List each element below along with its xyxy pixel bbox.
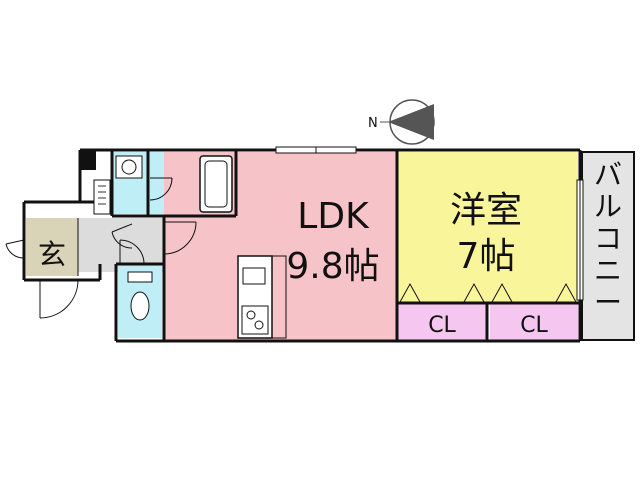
ldk-size-label: 9.8帖 [286, 246, 379, 287]
stove-burner-icon [246, 310, 256, 320]
pipe-shaft [80, 150, 96, 170]
western-floor [398, 152, 578, 304]
toilet-icon [127, 271, 153, 321]
compass: N [368, 99, 435, 145]
ldk-name-label: LDK [297, 196, 370, 237]
closet-doors [399, 282, 577, 303]
balcony-label: バルコニー [594, 158, 622, 319]
meter-box-marks [98, 185, 106, 205]
top-windows [275, 146, 357, 154]
balcony-window [576, 179, 584, 301]
western-size-label: 7帖 [457, 236, 516, 277]
compass-north-label: N [368, 116, 378, 131]
western-name-label: 洋室 [450, 190, 522, 231]
closet-left-label: CL [428, 313, 456, 338]
kitchen-counter [237, 255, 273, 339]
washbasin-icon [115, 155, 143, 179]
fridge-space [271, 255, 287, 339]
stove-burner-icon [254, 320, 264, 330]
bathtub-icon [199, 155, 233, 213]
closet-right-label: CL [520, 313, 548, 338]
meter-box [93, 179, 111, 215]
balcony-label-text: バルコニー [594, 158, 622, 319]
closet-left-floor [398, 304, 486, 340]
entrance-label: 玄 [38, 238, 66, 271]
ldk-upper-floor [236, 152, 396, 214]
doors [5, 177, 197, 319]
entrance-floor [26, 218, 78, 276]
closet-right-floor [490, 304, 578, 340]
